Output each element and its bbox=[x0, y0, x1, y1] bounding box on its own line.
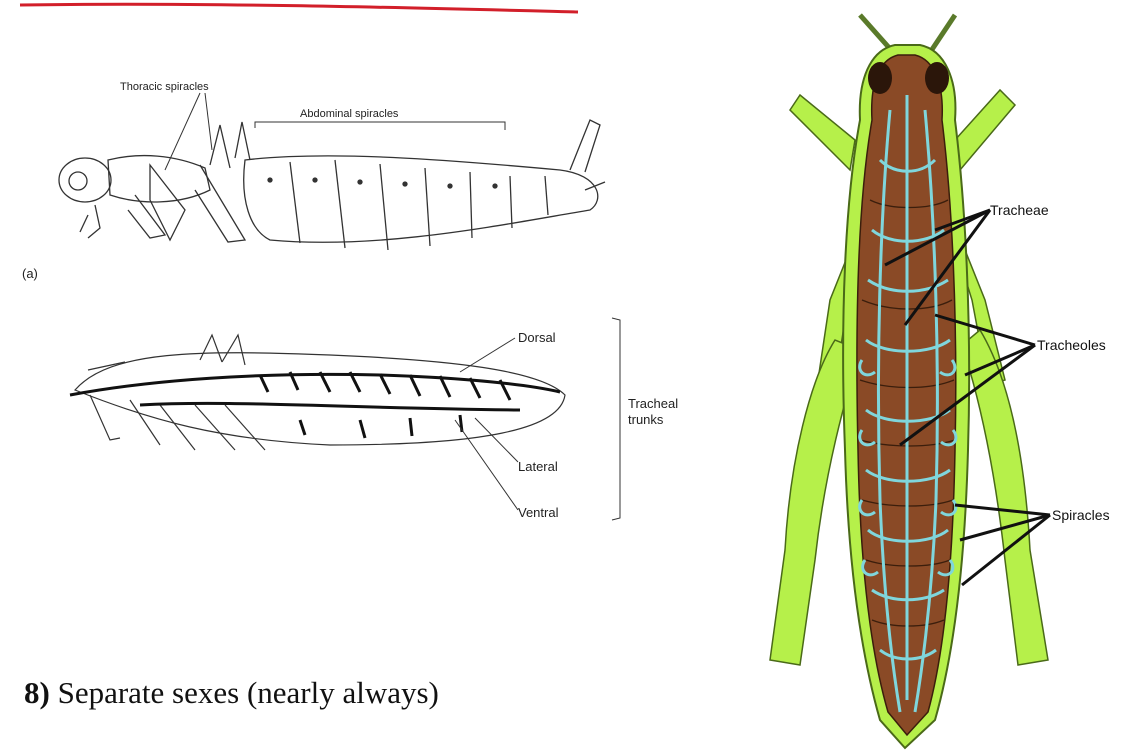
caption-number: 8) bbox=[24, 675, 50, 710]
label-lateral: Lateral bbox=[518, 459, 558, 474]
slide-caption: 8) Separate sexes (nearly always) bbox=[24, 675, 439, 711]
label-tracheoles: Tracheoles bbox=[1037, 337, 1106, 353]
label-panel-a: (a) bbox=[22, 266, 38, 281]
label-trunks: trunks bbox=[628, 412, 664, 427]
label-tracheae: Tracheae bbox=[990, 202, 1049, 218]
insect-side-view bbox=[59, 120, 605, 250]
tracheal-pointers bbox=[455, 318, 620, 520]
label-spiracles: Spiracles bbox=[1052, 507, 1110, 523]
label-abdominal-spiracles: Abdominal spiracles bbox=[300, 108, 399, 120]
spiracle-pointers bbox=[165, 93, 505, 170]
label-dorsal: Dorsal bbox=[518, 330, 556, 345]
grasshopper-dorsal-view bbox=[770, 15, 1048, 748]
caption-text: Separate sexes (nearly always) bbox=[50, 675, 439, 710]
label-thoracic-spiracles: Thoracic spiracles bbox=[120, 81, 209, 93]
accent-line bbox=[20, 4, 578, 12]
label-tracheal: Tracheal bbox=[628, 396, 678, 411]
tracheal-trunks bbox=[70, 372, 560, 438]
label-ventral: Ventral bbox=[518, 505, 559, 520]
